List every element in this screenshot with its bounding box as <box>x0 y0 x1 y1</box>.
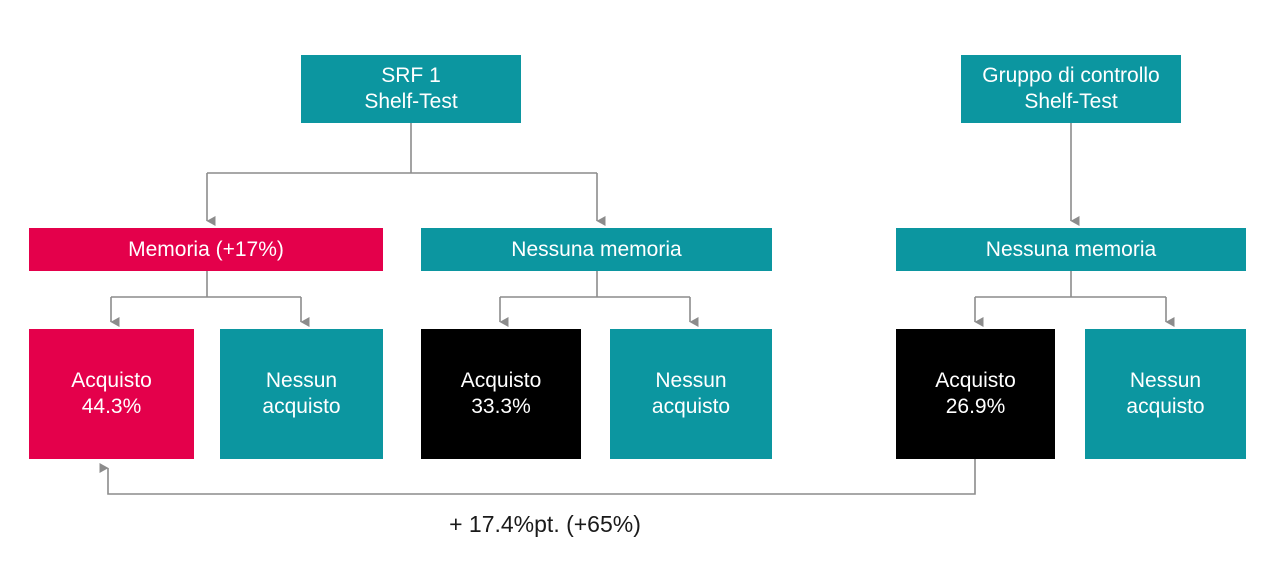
node-controllo-root-label: Gruppo di controllo Shelf-Test <box>982 64 1160 113</box>
node-srf1-nomem-nessun-acquisto-label: Nessun acquisto <box>651 369 731 418</box>
node-srf1-memoria-nessun-acquisto[interactable]: Nessun acquisto <box>220 329 383 459</box>
connector-comparison <box>99 459 976 495</box>
node-controllo-nessuna-memoria[interactable]: Nessuna memoria <box>896 228 1246 271</box>
node-srf1-memoria-acquisto-label: Acquisto 44.3% <box>71 369 152 418</box>
node-srf1-memoria-nessun-acquisto-label: Nessun acquisto <box>262 369 341 418</box>
node-srf1-memoria-acquisto[interactable]: Acquisto 44.3% <box>29 329 194 459</box>
node-controllo-nessun-acquisto[interactable]: Nessun acquisto <box>1085 329 1246 459</box>
node-srf1-root[interactable]: SRF 1 Shelf-Test <box>301 55 521 123</box>
node-srf1-root-label: SRF 1 Shelf-Test <box>364 64 458 113</box>
node-controllo-nessun-acquisto-label: Nessun acquisto <box>1126 369 1205 418</box>
node-srf1-nomem-acquisto-label: Acquisto 33.3% <box>460 369 542 418</box>
node-controllo-root[interactable]: Gruppo di controllo Shelf-Test <box>961 55 1181 123</box>
comparison-caption-text: + 17.4%pt. (+65%) <box>449 511 641 537</box>
node-controllo-acquisto-label: Acquisto 26.9% <box>935 369 1016 418</box>
node-controllo-nessuna-memoria-label: Nessuna memoria <box>985 237 1157 261</box>
node-srf1-nomem-nessun-acquisto[interactable]: Nessun acquisto <box>610 329 772 459</box>
node-srf1-nessuna-memoria-label: Nessuna memoria <box>511 237 682 261</box>
node-memoria[interactable]: Memoria (+17%) <box>29 228 383 271</box>
node-srf1-nomem-acquisto[interactable]: Acquisto 33.3% <box>421 329 581 459</box>
node-controllo-acquisto[interactable]: Acquisto 26.9% <box>896 329 1055 459</box>
node-srf1-nessuna-memoria[interactable]: Nessuna memoria <box>421 228 772 271</box>
comparison-caption: + 17.4%pt. (+65%) <box>0 511 1090 538</box>
node-memoria-label: Memoria (+17%) <box>128 237 284 261</box>
